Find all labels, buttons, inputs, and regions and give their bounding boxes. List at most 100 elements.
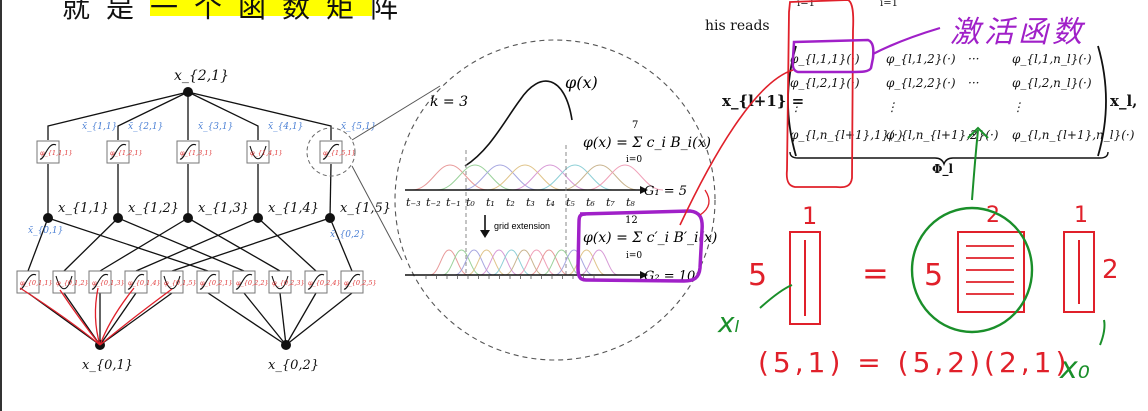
- phi-box-curve: [179, 143, 197, 160]
- coarse-tick-label: t₈: [626, 196, 635, 209]
- matrix-top-index-left: i=1: [797, 0, 815, 9]
- lower-edge-upper: [117, 217, 245, 272]
- phi-box-curve: [55, 275, 73, 290]
- eq-coarse-lower: i=0: [626, 155, 642, 165]
- lower-edge-lower: [99, 292, 173, 346]
- matrix-lhs: x_{l+1} =: [722, 92, 805, 110]
- eq-fine: φ(x) = Σ c′_i B′_i(x): [583, 230, 717, 246]
- top-banner-highlight: [150, 0, 372, 16]
- coarse-tick-label: t₋₁: [446, 196, 461, 209]
- coarse-tick-label: t₋₃: [406, 196, 421, 209]
- k-label: k = 3: [430, 94, 468, 110]
- phi-box: φ_{0,1,4}: [124, 270, 161, 294]
- phi-box: φ_{1,3,1}: [176, 140, 213, 164]
- phi-box-label: φ_{1,5,1}: [323, 149, 356, 157]
- grid-extension-arrowhead: [480, 230, 490, 238]
- eq-fine-lower: i=0: [626, 251, 642, 261]
- phi-box-curve: [91, 273, 109, 290]
- purple-pointer-line: [872, 26, 941, 55]
- lower-edge-upper: [47, 217, 209, 272]
- phi-box-label: φ_{1,1,1}: [40, 149, 73, 157]
- top-banner-text: 就是一个函数矩阵: [62, 0, 415, 24]
- upper-edge-label: x̃_{4,1}: [268, 121, 303, 132]
- phi-box: φ_{0,1,5}: [160, 270, 197, 294]
- x-l1-label: x₀: [1059, 351, 1090, 386]
- phi-box-curve: [127, 273, 145, 290]
- phi-box-label: φ_{0,1,3}: [92, 279, 125, 287]
- matrix-right-paren: [1097, 45, 1107, 157]
- phi-box: φ_{0,2,2}: [232, 270, 269, 294]
- upper-edge-lower: [329, 163, 332, 219]
- phi-box: φ_{0,1,3}: [88, 270, 125, 294]
- lower-edge-lower: [279, 292, 287, 346]
- phi-box-frame: [160, 270, 184, 294]
- dim-left: 5: [748, 258, 767, 293]
- matrix-intro-text: his reads: [705, 18, 770, 34]
- input-node-label: x_{0,1}: [82, 358, 133, 373]
- coarse-basis-curve: [586, 164, 664, 191]
- shape-box-right: [1063, 231, 1095, 313]
- node-mid: [325, 213, 335, 223]
- mid-node-label: x_{1,5}: [340, 201, 391, 216]
- eq-fine-upper: 12: [625, 215, 638, 226]
- matrix-top-index-right: i=1: [880, 0, 898, 9]
- mid-node-label: x_{1,3}: [198, 201, 249, 216]
- red-edge-scribbles: [19, 287, 173, 346]
- lower-edge-upper: [171, 217, 331, 272]
- phi-box-curve: [199, 273, 217, 290]
- lower-edge-lower: [285, 292, 353, 346]
- phi-box-frame: [52, 270, 76, 294]
- shape-box-left: [789, 231, 821, 325]
- matrix-cell: φ_{l,1,n_l}(·): [1012, 52, 1092, 66]
- eq-coarse: φ(x) = Σ c_i B_i(x): [583, 135, 711, 151]
- red-column-box: [785, 0, 855, 189]
- node-mid: [253, 213, 263, 223]
- upper-edge-label: x̃_{1,1}: [82, 121, 117, 132]
- upper-edge: [47, 91, 189, 140]
- phi-box: φ_{1,4,1}: [246, 140, 283, 164]
- phi-box-label: φ_{0,2,4}: [308, 279, 341, 287]
- eq-coarse-upper: 7: [632, 120, 638, 131]
- phi-box-label: φ_{0,2,3}: [272, 279, 305, 287]
- phi-box: φ_{0,2,4}: [304, 270, 341, 294]
- shape-box-mid: [957, 231, 1025, 313]
- dim-right-top: 1: [1074, 203, 1088, 228]
- green-arrowhead: [967, 126, 989, 139]
- upper-edge: [117, 91, 189, 140]
- zoom-connector-top: [351, 85, 441, 141]
- matrix-cell: ···: [968, 52, 980, 66]
- zoom-circle: [394, 39, 716, 361]
- matrix-cell: ⋮: [1012, 100, 1024, 114]
- purple-phi-box: [791, 38, 875, 74]
- green-highlight-circle: [910, 206, 1034, 334]
- phi-box-label: φ_{0,2,2}: [236, 279, 269, 287]
- matrix-cell: ···: [968, 76, 980, 90]
- mid-node-label: x_{1,1}: [58, 201, 109, 216]
- phi-box: φ_{1,5,1}: [319, 140, 356, 164]
- phi-box: φ_{1,2,1}: [106, 140, 143, 164]
- upper-edge-label: x̃_{2,1}: [128, 121, 163, 132]
- top-node-label: x_{2,1}: [174, 68, 229, 84]
- phi-box: φ_{0,2,5}: [340, 270, 377, 294]
- phi-box-curve: [307, 273, 325, 290]
- coarse-tick-label: t₇: [606, 196, 615, 209]
- lower-edge-upper: [135, 217, 259, 272]
- node-mid: [183, 213, 193, 223]
- node-mid: [43, 213, 53, 223]
- phi-box-curve: [249, 145, 267, 160]
- upper-edge: [187, 91, 332, 140]
- green-xl-arrow: [759, 284, 793, 309]
- left-edge-line: [0, 0, 2, 411]
- coarse-tick-label: t₂: [506, 196, 515, 209]
- x-l-label: xₗ: [717, 306, 740, 339]
- matrix-cell: φ_{l,1,2}(·): [886, 52, 956, 66]
- upper-edge: [187, 91, 259, 140]
- grid-extension-label: grid extension: [494, 221, 550, 231]
- matrix-cell: φ_{l,2,2}(·): [886, 76, 956, 90]
- coarse-tick-label: t₅: [566, 196, 575, 209]
